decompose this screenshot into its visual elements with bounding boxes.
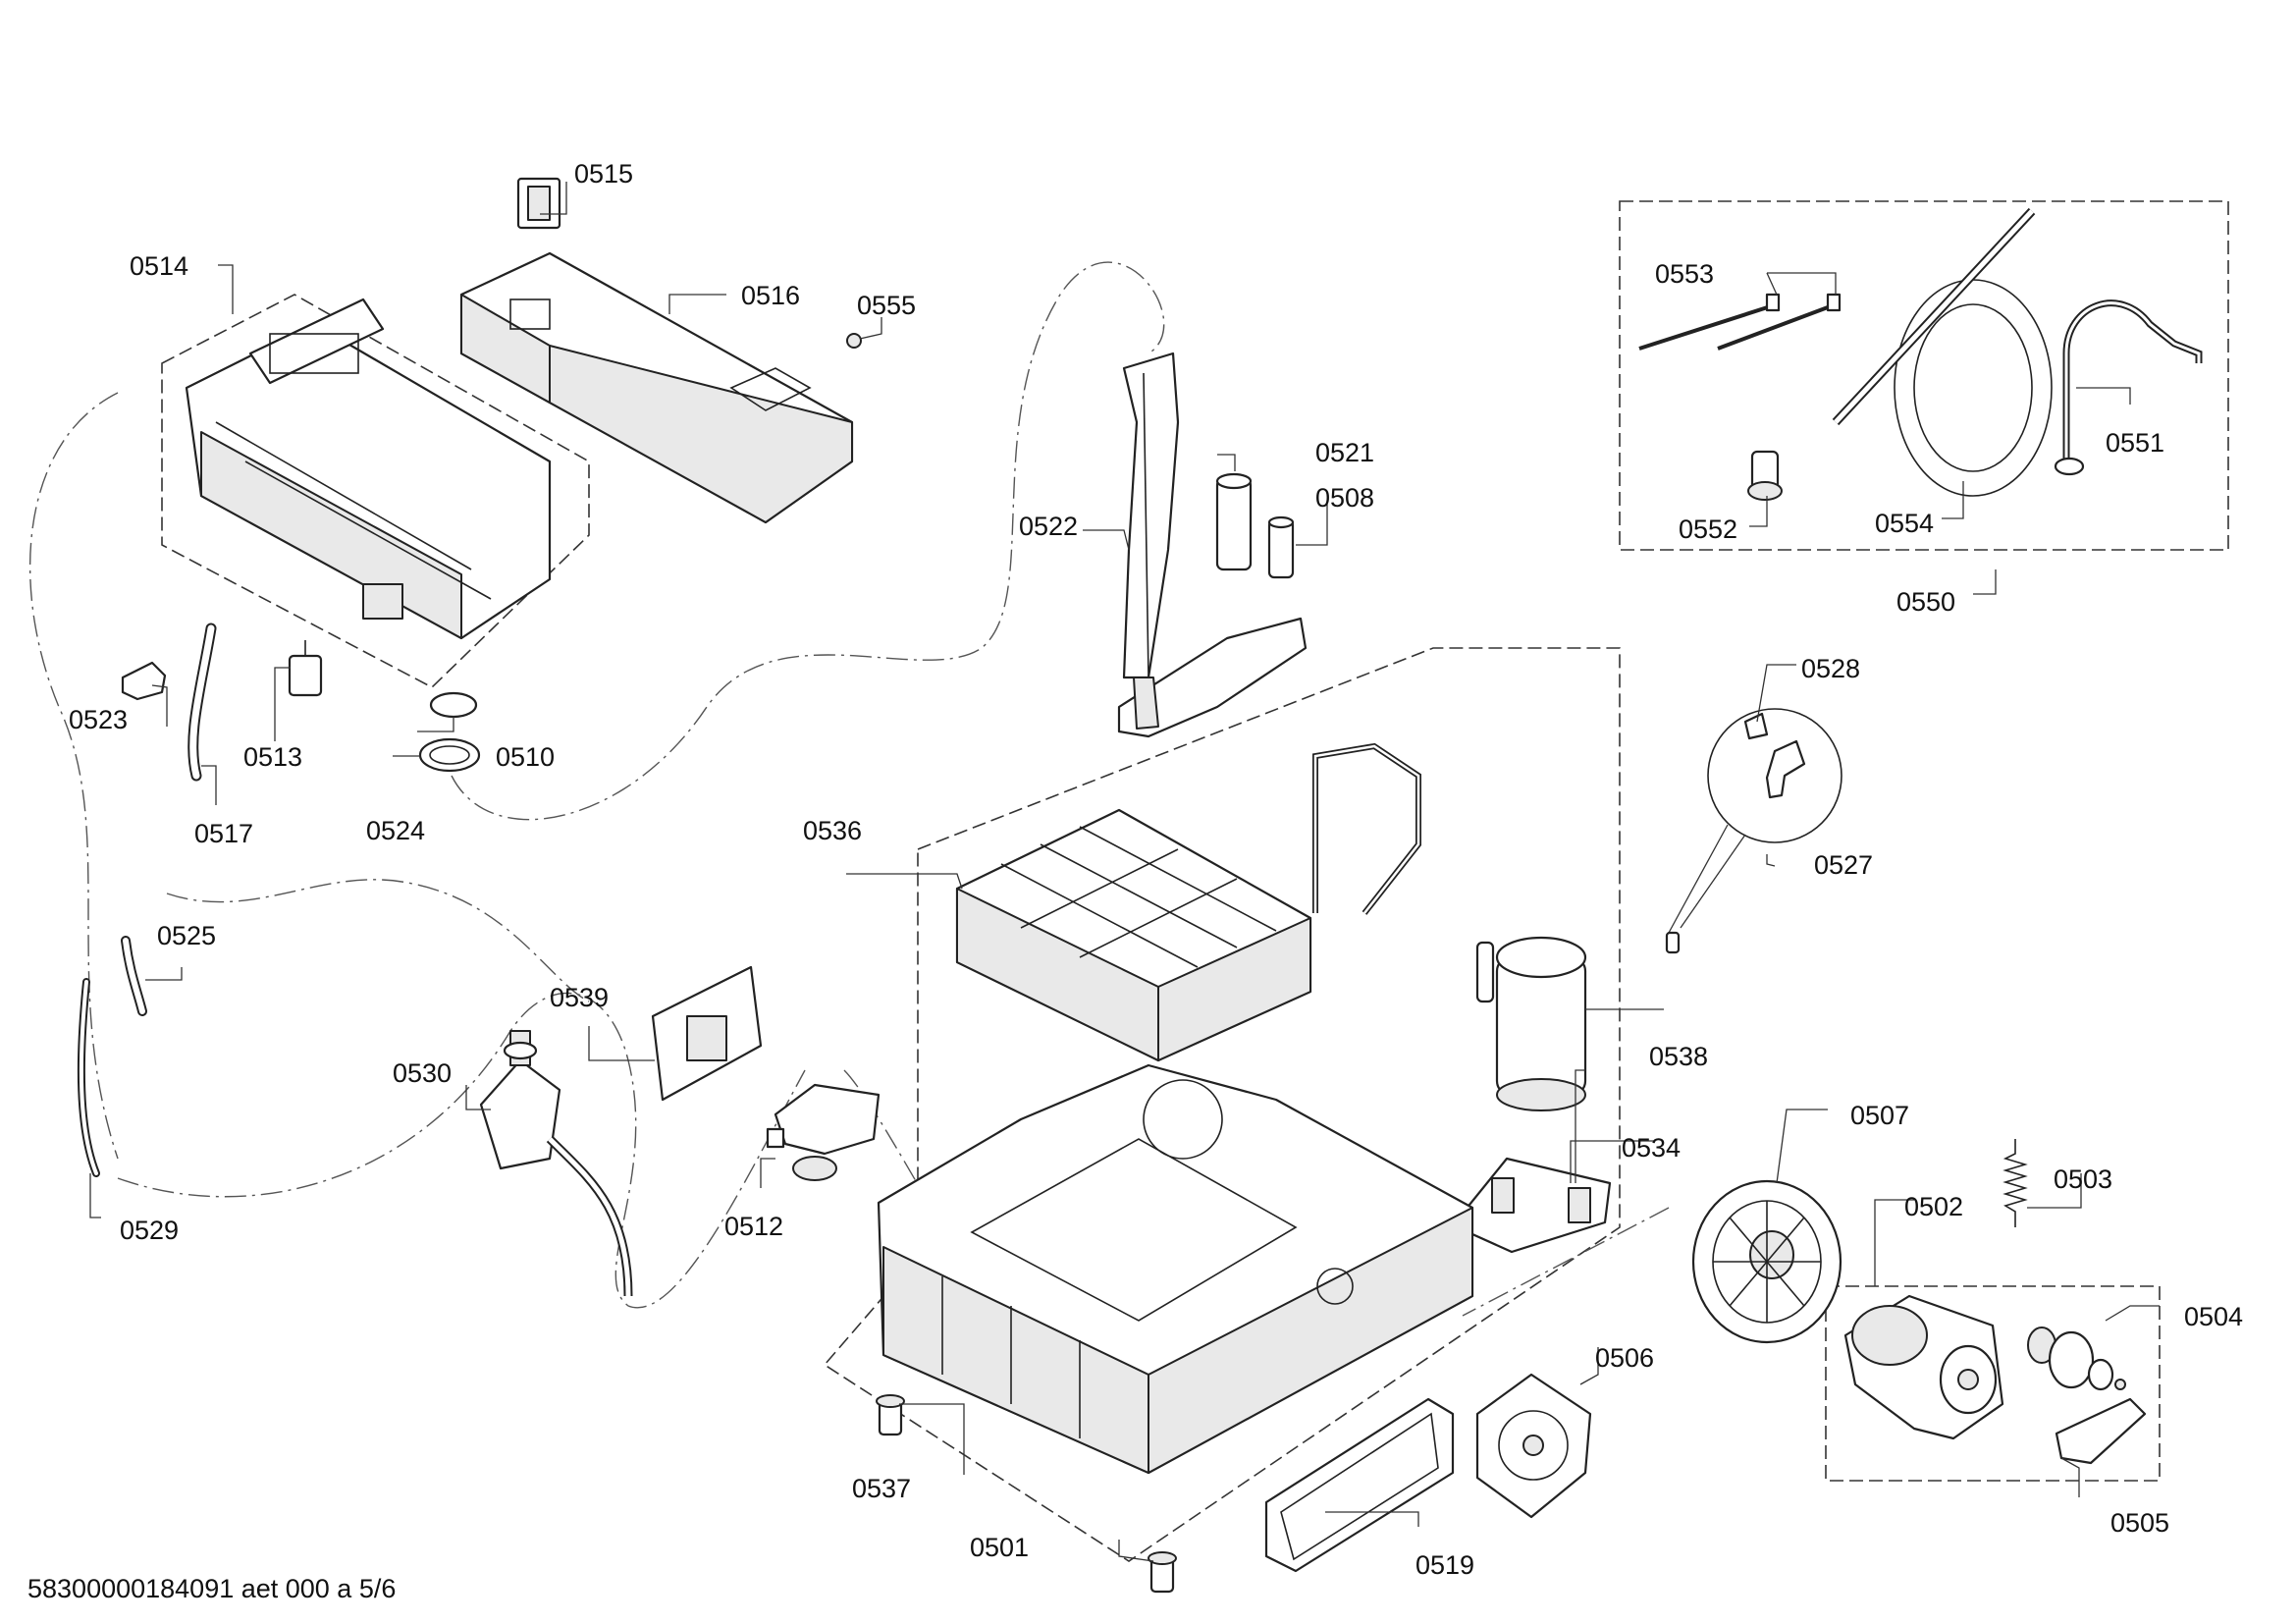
label-0534: 0534 <box>1622 1133 1681 1163</box>
part-0521-capacitor <box>1215 472 1253 571</box>
part-0516-water-tank <box>459 251 854 524</box>
part-0537-screw <box>876 1394 905 1436</box>
label-0503: 0503 <box>2054 1164 2112 1194</box>
part-0552-connector <box>1747 450 1783 501</box>
part-0553-cable-ties <box>1638 293 1842 351</box>
label-0506: 0506 <box>1595 1343 1654 1373</box>
label-0522: 0522 <box>1019 512 1078 541</box>
label-0517: 0517 <box>194 819 253 848</box>
label-0508: 0508 <box>1315 483 1374 513</box>
part-0528-clip <box>1743 712 1769 740</box>
part-0508-capacitor <box>1267 515 1295 579</box>
part-0551-bracket <box>2054 299 2203 476</box>
label-0516: 0516 <box>741 281 800 310</box>
label-0552: 0552 <box>1679 514 1737 544</box>
label-0525: 0525 <box>157 921 216 950</box>
part-0501-screw <box>1148 1551 1177 1594</box>
label-0524: 0524 <box>366 816 425 845</box>
part-0539-bracket <box>651 965 763 1102</box>
drawing-id: 58300000184091 aet 000 a 5/6 <box>27 1574 396 1603</box>
part-0530-pump <box>479 1030 633 1297</box>
label-0501: 0501 <box>970 1533 1029 1562</box>
part-0527-sensor-detail <box>1665 708 1842 954</box>
part-0512-valve <box>766 1083 881 1181</box>
label-0537: 0537 <box>852 1474 911 1503</box>
part-0501-base <box>877 1063 1474 1475</box>
part-0519-seal <box>1264 1397 1455 1573</box>
part-0504-pulleys <box>2027 1326 2126 1391</box>
part-0536-heat-exchanger <box>955 742 1421 1062</box>
label-0504: 0504 <box>2184 1302 2243 1331</box>
part-0506-fan <box>1475 1373 1592 1519</box>
label-0512: 0512 <box>724 1212 783 1241</box>
part-0514-container <box>185 298 552 640</box>
label-0514: 0514 <box>130 251 188 281</box>
part-0522-duct <box>1117 352 1308 738</box>
part-0554-tube-coil <box>1832 207 2053 497</box>
part-0505-belt <box>2055 1397 2147 1465</box>
part-0507-fan-wheel <box>1691 1179 1842 1344</box>
label-0528: 0528 <box>1801 654 1860 683</box>
part-0555-cap <box>846 333 862 349</box>
label-0515: 0515 <box>574 159 633 189</box>
label-0505: 0505 <box>2110 1508 2169 1538</box>
label-0513: 0513 <box>243 742 302 772</box>
label-0523: 0523 <box>69 705 128 734</box>
part-0523-clip <box>121 661 167 701</box>
label-0539: 0539 <box>550 983 609 1012</box>
guide-lines <box>29 200 2229 1562</box>
part-0510-ring <box>429 691 478 719</box>
label-0521: 0521 <box>1315 438 1374 467</box>
leader-lines <box>89 182 2160 1562</box>
label-0529: 0529 <box>120 1216 179 1245</box>
part-0538-compressor <box>1475 936 1587 1111</box>
label-0554: 0554 <box>1875 509 1934 538</box>
label-0510: 0510 <box>496 742 555 772</box>
part-0534-mount <box>1451 1157 1612 1254</box>
part-0513-valve <box>288 640 323 697</box>
part-0524-ring <box>418 737 481 773</box>
label-0536: 0536 <box>803 816 862 845</box>
part-0502-motor <box>1843 1294 2004 1440</box>
label-0538: 0538 <box>1649 1042 1708 1071</box>
label-0555: 0555 <box>857 291 916 320</box>
part-0515-clip <box>516 177 561 230</box>
part-labels: 0515 0514 0516 0555 0521 0508 0522 0523 … <box>69 159 2243 1580</box>
label-0507: 0507 <box>1850 1101 1909 1130</box>
label-0527: 0527 <box>1814 850 1873 880</box>
label-0502: 0502 <box>1904 1192 1963 1221</box>
label-0519: 0519 <box>1415 1550 1474 1580</box>
label-0550: 0550 <box>1896 587 1955 617</box>
label-0553: 0553 <box>1655 259 1714 289</box>
part-0503-spring <box>2002 1139 2028 1227</box>
label-0530: 0530 <box>393 1058 452 1088</box>
label-0551: 0551 <box>2106 428 2164 458</box>
